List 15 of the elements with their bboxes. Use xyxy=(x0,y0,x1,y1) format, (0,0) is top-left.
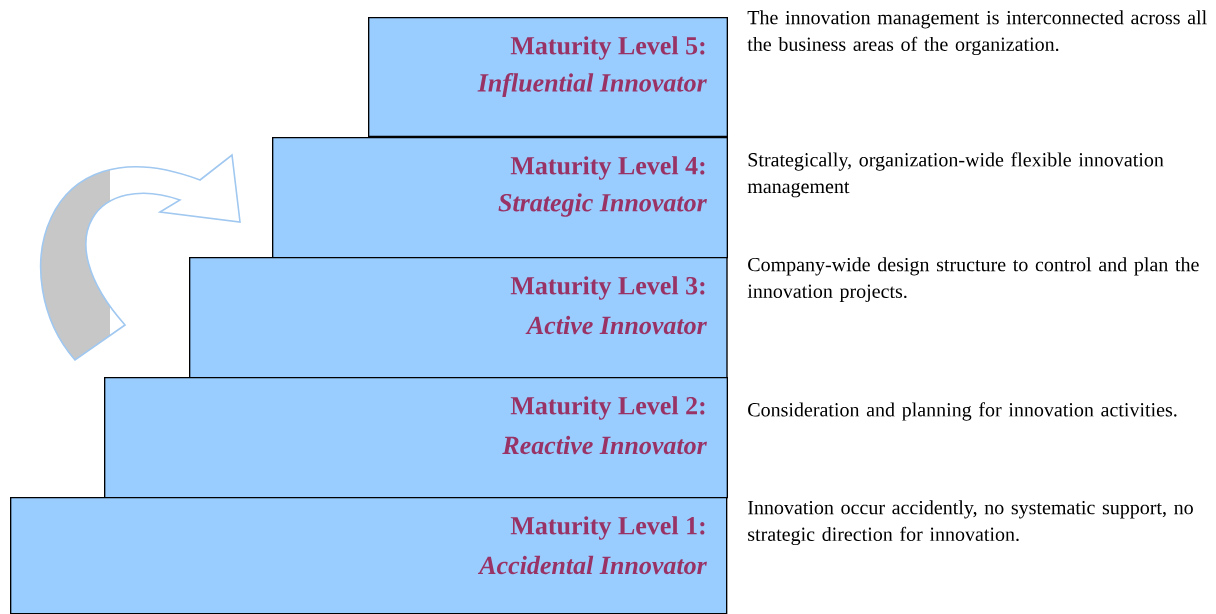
description-text: Consideration and planning for innovation activities. xyxy=(748,402,1177,421)
level-heading: Maturity Level 2: xyxy=(510,396,705,420)
level-name: Strategic Innovator xyxy=(498,193,707,217)
level-name: Active Innovator xyxy=(525,315,707,335)
level-name: Accidental Innovator xyxy=(477,555,707,575)
level-heading: Maturity Level 5: xyxy=(510,36,705,60)
description-text: Company-wide design structure to control and plan the innovation projects. xyxy=(747,257,1199,303)
level-name: Influential Innovator xyxy=(477,73,707,97)
level-name: Reactive Innovator xyxy=(502,435,707,455)
description-text: Innovation occur accidently, no systematic support, no strategic direction for innovation. xyxy=(748,500,1193,546)
level-heading: Maturity Level 3: xyxy=(510,276,705,300)
level-heading: Maturity Level 4: xyxy=(510,156,705,180)
level-heading: Maturity Level 1: xyxy=(510,516,705,540)
description-text: The innovation management is interconnected across all the business areas of the organization. xyxy=(747,10,1207,56)
description-text: Strategically, organization-wide flexible innovation management xyxy=(747,152,1164,198)
